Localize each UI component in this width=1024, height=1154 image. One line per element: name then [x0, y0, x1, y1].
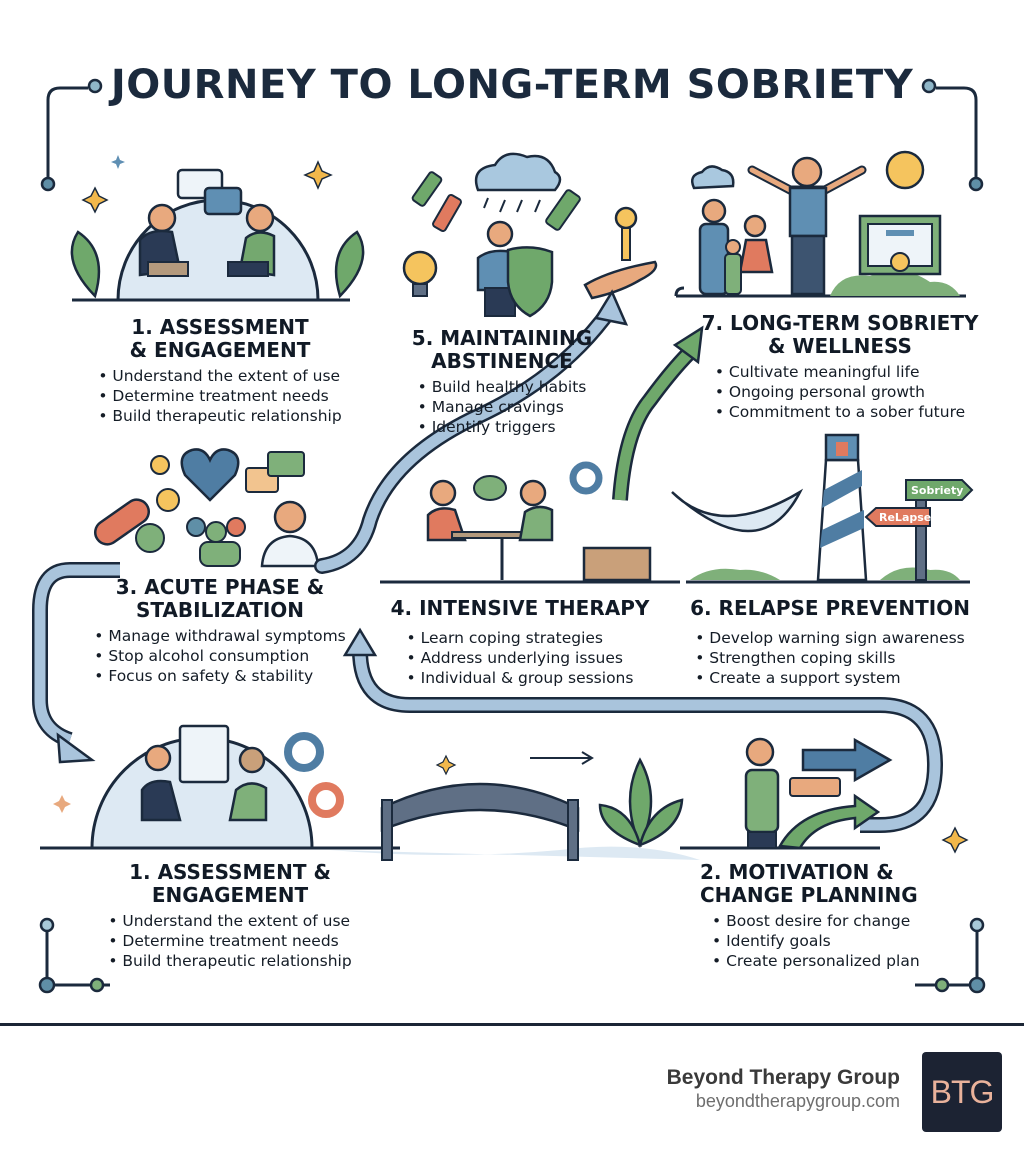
bullet-item: Boost desire for change — [712, 911, 920, 931]
bullet-item: Cultivate meaningful life — [715, 362, 965, 382]
stage-heading: 7. LONG-TERM SOBRIETY& WELLNESS — [701, 311, 979, 358]
brand-logo: BTG — [922, 1052, 1002, 1132]
stage-heading: 4. INTENSIVE THERAPY — [390, 596, 650, 620]
bullet-item: Manage withdrawal symptoms — [94, 626, 345, 646]
stage-long-term-sobriety: 7. LONG-TERM SOBRIETY& WELLNESS Cultivat… — [690, 312, 990, 422]
bullet-item: Build healthy habits — [418, 377, 587, 397]
abstinence-scene-icon — [402, 152, 658, 318]
stage-bullets: Learn coping strategies Address underlyi… — [407, 628, 634, 688]
bullet-item: Build therapeutic relationship — [108, 951, 351, 971]
bullet-item: Identify triggers — [418, 417, 587, 437]
bullet-item: Learn coping strategies — [407, 628, 634, 648]
stage-bullets: Build healthy habits Manage cravings Ide… — [418, 377, 587, 437]
stage-bullets: Cultivate meaningful life Ongoing person… — [715, 362, 965, 422]
stage-heading: 3. ACUTE PHASE &STABILIZATION — [115, 575, 325, 622]
bullet-item: Address underlying issues — [407, 648, 634, 668]
wellness-scene-icon — [674, 150, 966, 298]
relapse-prevention-scene-icon — [671, 433, 974, 584]
stage-heading: 6. RELAPSE PREVENTION — [690, 596, 970, 620]
bullet-item: Stop alcohol consumption — [94, 646, 346, 666]
bullet-item: Understand the extent of use — [98, 366, 341, 386]
stage-heading: 1. ASSESSMENT& ENGAGEMENT — [129, 315, 311, 362]
bullet-item: Determine treatment needs — [108, 931, 351, 951]
counseling-scene-icon — [70, 155, 365, 302]
bullet-item: Strengthen coping skills — [695, 648, 965, 668]
stage-bullets: Understand the extent of use Determine t… — [98, 366, 341, 426]
bullet-item: Understand the extent of use — [108, 911, 351, 931]
stage-bullets: Understand the extent of use Determine t… — [108, 911, 351, 971]
bullet-item: Individual & group sessions — [407, 668, 634, 688]
bridge-scene-icon — [330, 751, 700, 861]
intensive-therapy-scene-icon — [380, 461, 680, 584]
acute-phase-scene-icon — [94, 448, 320, 568]
stage-heading: 1. ASSESSMENT &ENGAGEMENT — [129, 860, 331, 907]
signpost-relapse-label: ReLapse — [879, 511, 932, 524]
page-title: JOURNEY TO LONG-TERM SOBRIETY — [110, 62, 914, 108]
bullet-item: Create personalized plan — [712, 951, 920, 971]
stage-relapse-prevention: 6. RELAPSE PREVENTION Develop warning si… — [685, 597, 975, 688]
motivation-scene-icon — [680, 737, 969, 854]
bullet-item: Determine treatment needs — [98, 386, 341, 406]
stage-assessment-top: 1. ASSESSMENT& ENGAGEMENT Understand the… — [70, 316, 370, 426]
stage-bullets: Boost desire for change Identify goals C… — [712, 911, 920, 971]
brand-name: Beyond Therapy Group — [666, 1066, 900, 1089]
journey-path — [32, 302, 944, 833]
footer-divider — [0, 1023, 1024, 1026]
assessment-bottom-scene-icon — [40, 724, 457, 850]
bullet-item: Ongoing personal growth — [715, 382, 965, 402]
brand-url: beyondtherapygroup.com — [695, 1091, 900, 1111]
signpost-sobriety-label: Sobriety — [911, 484, 964, 497]
stage-heading: 2. MOTIVATION &CHANGE PLANNING — [700, 860, 918, 907]
bullet-item: Build therapeutic relationship — [98, 406, 341, 426]
bullet-item: Develop warning sign awareness — [695, 628, 964, 648]
stage-bullets: Manage withdrawal symptoms Stop alcohol … — [94, 626, 346, 686]
bullet-item: Focus on safety & stability — [94, 666, 346, 686]
stage-motivation: 2. MOTIVATION &CHANGE PLANNING Boost des… — [700, 861, 950, 971]
corner-ornament-top-left — [46, 86, 88, 180]
logo-text: BTG — [930, 1073, 995, 1110]
stage-intensive-therapy: 4. INTENSIVE THERAPY Learn coping strate… — [385, 597, 655, 688]
stage-assessment-bottom: 1. ASSESSMENT &ENGAGEMENT Understand the… — [80, 861, 380, 971]
stage-bullets: Develop warning sign awareness Strengthe… — [695, 628, 965, 688]
bullet-item: Manage cravings — [418, 397, 587, 417]
bullet-item: Commitment to a sober future — [715, 402, 965, 422]
stage-acute-phase: 3. ACUTE PHASE &STABILIZATION Manage wit… — [80, 576, 360, 686]
bullet-item: Identify goals — [712, 931, 920, 951]
bullet-item: Create a support system — [695, 668, 965, 688]
